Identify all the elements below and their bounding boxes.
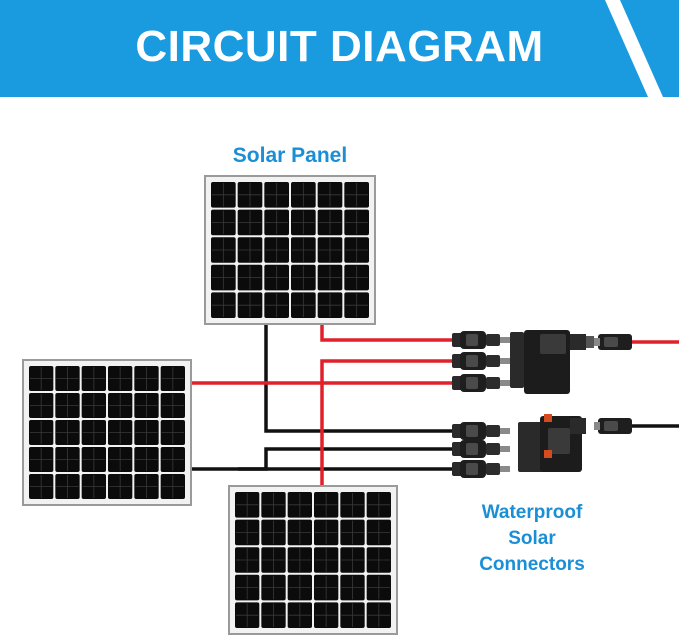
connectors-label-line-1: Waterproof [481, 502, 583, 523]
y-branch-connector-positive [510, 330, 594, 394]
y-branch-connector-negative [518, 414, 586, 472]
negative-wires [190, 324, 679, 471]
mc4-connector [452, 331, 510, 349]
solar-panel-top [204, 175, 376, 325]
solar-panel-left [22, 359, 192, 506]
positive-wires [190, 324, 679, 485]
mc4-connector [452, 440, 510, 458]
solar-panel-label: Solar Panel [232, 144, 348, 167]
page-title: CIRCUIT DIAGRAM [135, 22, 544, 71]
header-banner: CIRCUIT DIAGRAM [0, 0, 679, 97]
output-connector-positive [594, 334, 632, 350]
connectors-label-line-3: Connectors [479, 554, 585, 575]
connectors-label: Waterproof Solar Connectors [462, 500, 602, 578]
mc4-connector [452, 460, 510, 478]
connectors-label-line-2: Solar [508, 528, 556, 549]
mc4-connector [452, 352, 510, 370]
banner-background [0, 0, 679, 97]
mc4-connector [452, 422, 510, 440]
mc4-connector [452, 374, 510, 392]
output-connector-negative [594, 418, 632, 434]
solar-panel-bottom [228, 485, 398, 635]
mc4-connectors [452, 331, 510, 478]
